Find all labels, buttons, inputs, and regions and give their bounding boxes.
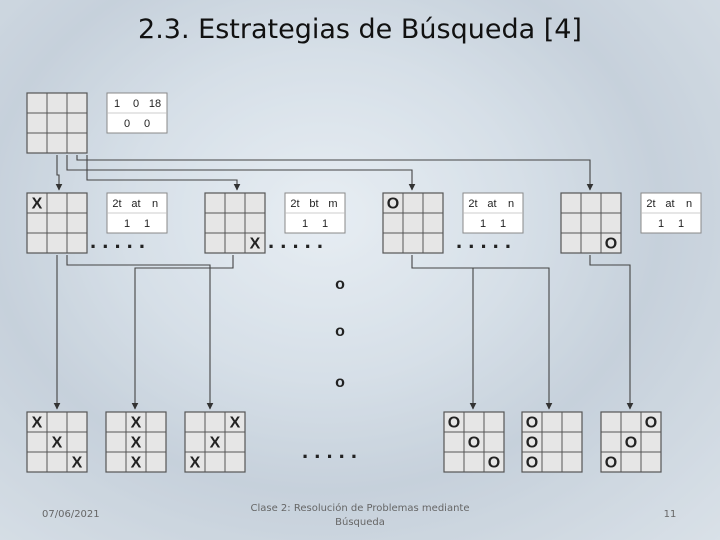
board-frame: [204, 192, 266, 254]
footer-date: 07/06/2021: [42, 509, 100, 520]
o-mark: O: [488, 454, 500, 471]
footer-title: Clase 2: Resolución de Problemas mediant…: [250, 503, 470, 528]
leaf-node-board: OOO: [600, 411, 662, 473]
ellipsis: . . . . .: [456, 228, 511, 253]
x-mark: X: [52, 434, 63, 451]
tree-edge: [86, 155, 241, 191]
o-mark: O: [526, 414, 538, 431]
info-value: 1: [480, 218, 486, 230]
info-value: 0: [133, 98, 139, 110]
info-value: 1: [322, 218, 328, 230]
slide-title: 2.3. Estrategias de Búsqueda [4]: [138, 14, 582, 45]
info-value: 2t: [290, 198, 299, 210]
leaf-node-board: OOO: [443, 411, 505, 473]
level1-node-board: X: [26, 192, 88, 254]
x-mark: X: [32, 414, 43, 431]
info-value: 1: [678, 218, 684, 230]
info-value: n: [152, 198, 158, 210]
tree-edge: [589, 255, 634, 410]
page-number: 11: [663, 509, 677, 520]
tree-edges: [53, 155, 634, 410]
ellipsis: . . . . .: [90, 228, 145, 253]
board-frame: [560, 192, 622, 254]
board-frame: [521, 411, 583, 473]
info-value: 2t: [468, 198, 477, 210]
leaf-node-board: OOO: [521, 411, 583, 473]
x-mark: X: [131, 434, 142, 451]
info-value: 0: [144, 118, 150, 130]
board-frame: [105, 411, 167, 473]
info-value: 1: [302, 218, 308, 230]
level1-node-board: X: [204, 192, 266, 254]
info-value: 2t: [112, 198, 121, 210]
o-mark: O: [605, 454, 617, 471]
vertical-dot: o: [335, 374, 345, 391]
leaf-node-board: XXX: [105, 411, 167, 473]
info-value: 1: [114, 98, 120, 110]
o-mark: O: [625, 434, 637, 451]
board-frame: [443, 411, 505, 473]
root-node-board: [26, 92, 88, 154]
tree-edge: [473, 267, 553, 410]
info-value: 2t: [646, 198, 655, 210]
info-value: n: [686, 198, 692, 210]
ellipsis: . . . . .: [268, 228, 323, 253]
board-frame: [26, 192, 88, 254]
tree-edge: [76, 155, 594, 191]
info-value: 1: [124, 218, 130, 230]
board-frame: [184, 411, 246, 473]
info-value: 1: [658, 218, 664, 230]
tree-edge: [411, 255, 477, 410]
ellipsis: . . . . .: [302, 438, 357, 463]
level1-node-board: O: [560, 192, 622, 254]
x-mark: X: [72, 454, 83, 471]
leaf-node-board: XXX: [26, 411, 88, 473]
board-frame: [26, 92, 88, 154]
x-mark: X: [32, 195, 43, 212]
x-mark: X: [210, 434, 221, 451]
o-mark: O: [526, 454, 538, 471]
tree-edge: [131, 255, 234, 410]
info-value: at: [665, 198, 674, 210]
o-mark: O: [448, 414, 460, 431]
leaf-node-board: XXX: [184, 411, 246, 473]
info-value: n: [508, 198, 514, 210]
x-mark: X: [230, 414, 241, 431]
level1-node-board: O: [382, 192, 444, 254]
vertical-dot: o: [335, 323, 345, 340]
info-value: m: [328, 198, 337, 210]
o-mark: O: [526, 434, 538, 451]
o-mark: O: [645, 414, 657, 431]
info-value: at: [487, 198, 496, 210]
info-value: 1: [144, 218, 150, 230]
o-mark: O: [468, 434, 480, 451]
ellipsis-group: . . . . . . . . . . . . . . . . . . . . o o o: [90, 228, 511, 463]
info-value: 0: [124, 118, 130, 130]
x-mark: X: [250, 235, 261, 252]
x-mark: X: [190, 454, 201, 471]
tree-edge: [66, 255, 214, 410]
tree-edge: [55, 155, 63, 191]
board-frame: [600, 411, 662, 473]
tree-edge: [66, 155, 416, 191]
info-value: 1: [500, 218, 506, 230]
info-value: 18: [149, 98, 161, 110]
info-value: at: [131, 198, 140, 210]
vertical-dot: o: [335, 276, 345, 293]
info-value: bt: [309, 198, 318, 210]
o-mark: O: [605, 235, 617, 252]
x-mark: X: [131, 414, 142, 431]
board-frame: [382, 192, 444, 254]
o-mark: O: [387, 195, 399, 212]
board-frame: [26, 411, 88, 473]
x-mark: X: [131, 454, 142, 471]
